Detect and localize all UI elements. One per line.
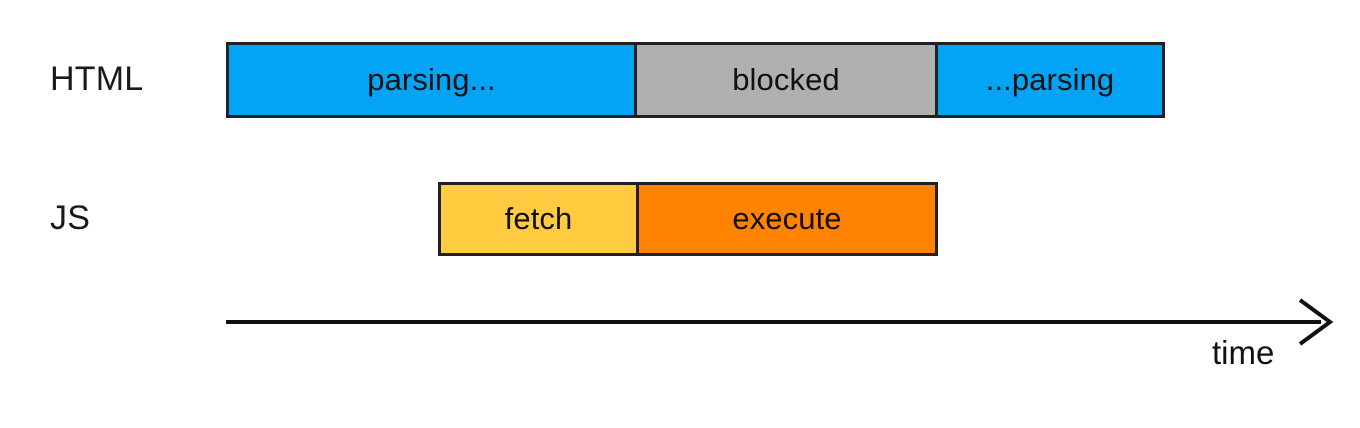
arrowhead-icon xyxy=(1298,298,1334,346)
time-axis-label: time xyxy=(1212,334,1275,371)
segment-js-execute: execute xyxy=(636,182,938,256)
row-label-html: HTML xyxy=(50,60,144,98)
segment-js-fetch: fetch xyxy=(438,182,639,256)
row-label-js: JS xyxy=(50,199,91,237)
time-axis-arrow xyxy=(226,298,1334,346)
timeline-track-js: fetch execute xyxy=(438,182,938,256)
timeline-track-html: parsing... blocked ...parsing xyxy=(226,42,1168,118)
segment-html-parsing-1: parsing... xyxy=(226,42,637,118)
segment-html-parsing-2: ...parsing xyxy=(935,42,1165,118)
segment-html-blocked: blocked xyxy=(634,42,938,118)
